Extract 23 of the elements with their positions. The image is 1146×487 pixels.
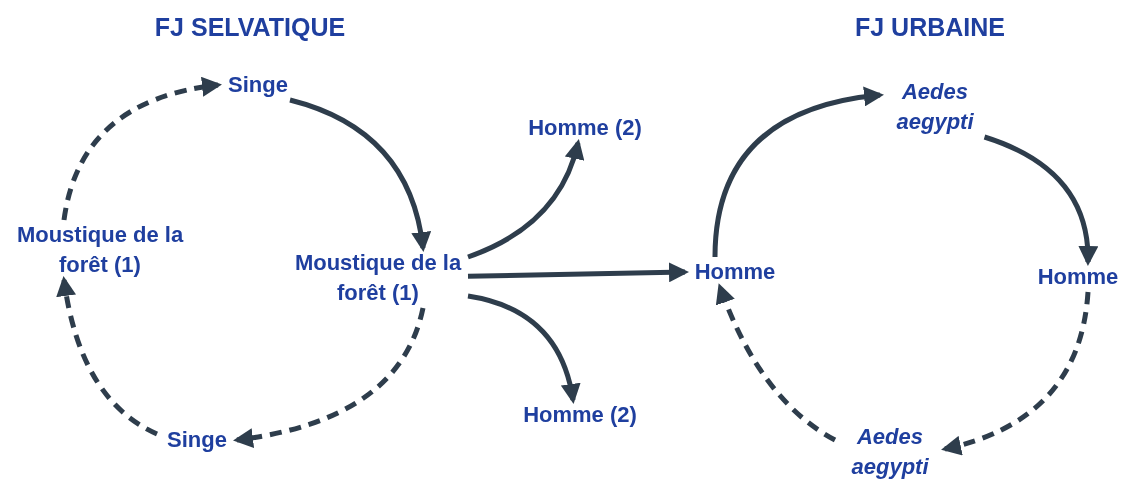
arrow	[467, 262, 689, 283]
node-label: Homme	[694, 258, 776, 286]
node-label: Homme (2)	[523, 401, 637, 429]
arrow	[941, 291, 1091, 455]
arrow	[56, 276, 159, 437]
node-label: Homme	[1037, 263, 1119, 291]
node-label: Singe	[167, 426, 227, 454]
node-label: Aedes aegypti	[895, 78, 975, 136]
node-label: Singe	[228, 71, 288, 99]
cycle-heading: FJ URBAINE	[855, 12, 1005, 44]
arrow	[467, 293, 580, 404]
node-label: Moustique de la forêt (1)	[15, 221, 185, 279]
cycle-heading: FJ SELVATIQUE	[154, 12, 346, 44]
node-label: Moustique de la forêt (1)	[293, 249, 463, 307]
arrow	[233, 307, 426, 448]
arrow	[289, 97, 431, 252]
arrow	[712, 87, 884, 258]
arrow	[467, 139, 584, 260]
arrow	[61, 77, 222, 221]
arrow	[983, 134, 1098, 266]
node-label: Aedes aegypti	[850, 423, 930, 481]
arrow	[716, 283, 837, 443]
node-label: Homme (2)	[528, 114, 642, 142]
